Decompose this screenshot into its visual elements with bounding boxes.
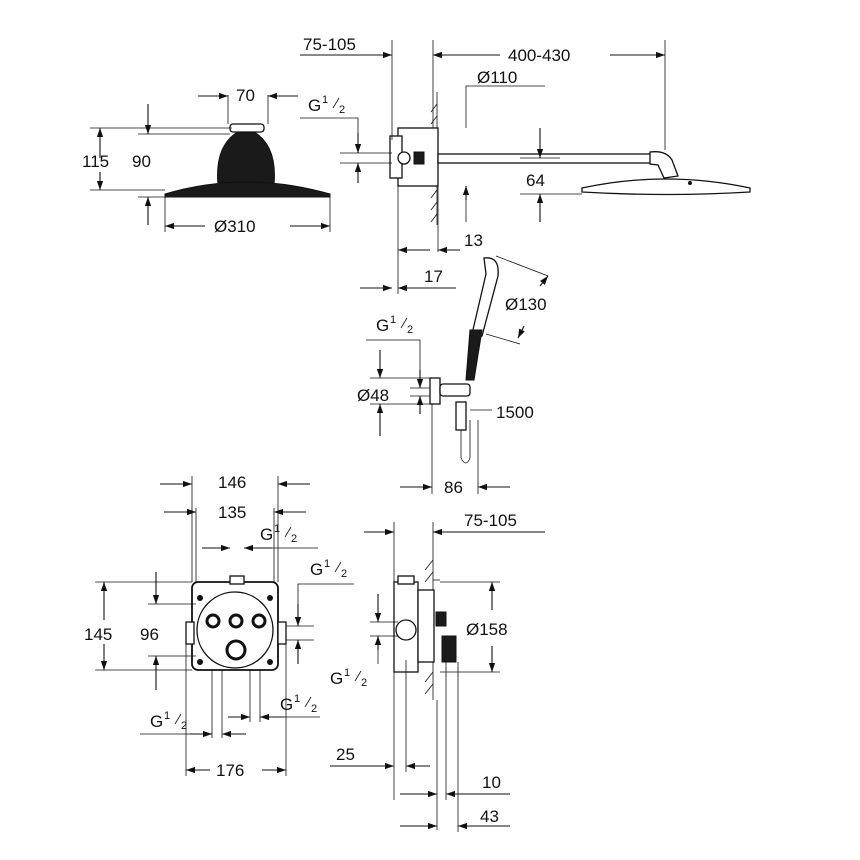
dim-1500: 1500 [496,403,534,422]
g-label-hand: G [376,316,389,335]
head-connector [229,123,265,133]
dim-400-430: 400-430 [508,46,570,65]
rain-head [581,178,751,196]
dim-310: Ø310 [214,217,256,236]
shower-arm [437,153,655,164]
dim-130: Ø130 [505,295,547,314]
dim-43: 43 [480,807,499,826]
mixer-box-side-view: 75-105 Ø158 G 1 2 25 10 43 [330,511,545,832]
g-label-box-right: G [310,560,323,579]
svg-text:1: 1 [274,523,280,535]
svg-text:2: 2 [341,568,347,580]
dim-70: 70 [236,86,255,105]
wall-elbow [429,377,441,405]
cover-plate [196,591,274,669]
svg-text:1: 1 [324,558,330,570]
thermostat-knob [225,639,247,661]
dim-176: 176 [216,761,244,780]
dim-64: 64 [526,171,545,190]
g-label-top: G [308,96,321,115]
dim-115: 115 [82,152,109,171]
dim-86: 86 [444,478,463,497]
svg-text:1: 1 [294,693,300,705]
svg-text:2: 2 [361,677,367,689]
svg-text:1: 1 [164,710,170,722]
svg-text:2: 2 [291,533,297,545]
svg-text:1: 1 [390,314,396,326]
dim-75-105-top: 75-105 [303,35,356,54]
cartridge [435,611,447,627]
knob-side [441,635,457,663]
arm-elbow [649,151,679,179]
dim-10: 10 [482,773,501,792]
svg-text:2: 2 [311,703,317,715]
shower-head-front-view: 70 115 90 Ø310 [82,86,331,236]
svg-text:2: 2 [407,324,413,336]
svg-text:1: 1 [344,667,350,679]
g-label-box-bottom-right: G [280,695,293,714]
head-body [217,127,275,186]
shower-arm-side-view: 75-105 400-430 Ø110 G 1 2 64 13 17 [300,35,751,294]
dim-flange: Ø110 [477,68,517,87]
dim-25: 25 [336,745,355,764]
button-3 [251,613,267,629]
g-label-side: G [330,669,343,688]
dim-146: 146 [218,473,246,492]
dim-158: Ø158 [466,620,508,639]
mixer-box-front-view: 146 135 G 1 2 G 1 2 145 96 [84,473,354,780]
dim-13: 13 [464,231,483,250]
dim-48: Ø48 [357,386,389,405]
head-plate [164,181,331,198]
dim-135: 135 [218,503,246,522]
dim-145: 145 [84,625,112,644]
svg-text:2: 2 [181,720,187,732]
dim-17: 17 [424,267,443,286]
hose-connector [455,401,467,431]
g-label-box-left: G [150,712,163,731]
svg-text:2: 2 [339,104,345,116]
dim-90: 90 [132,152,151,171]
g-label-box-top: G [260,525,273,544]
dim-96: 96 [140,625,159,644]
hand-shower: Ø130 G 1 2 Ø48 1500 86 [357,255,549,497]
button-1 [205,613,221,629]
hand-shower-head [471,257,499,339]
svg-text:1: 1 [322,94,328,106]
hand-shower-handle [465,329,483,381]
button-2 [228,613,244,629]
dim-75-105-box: 75-105 [464,511,517,530]
